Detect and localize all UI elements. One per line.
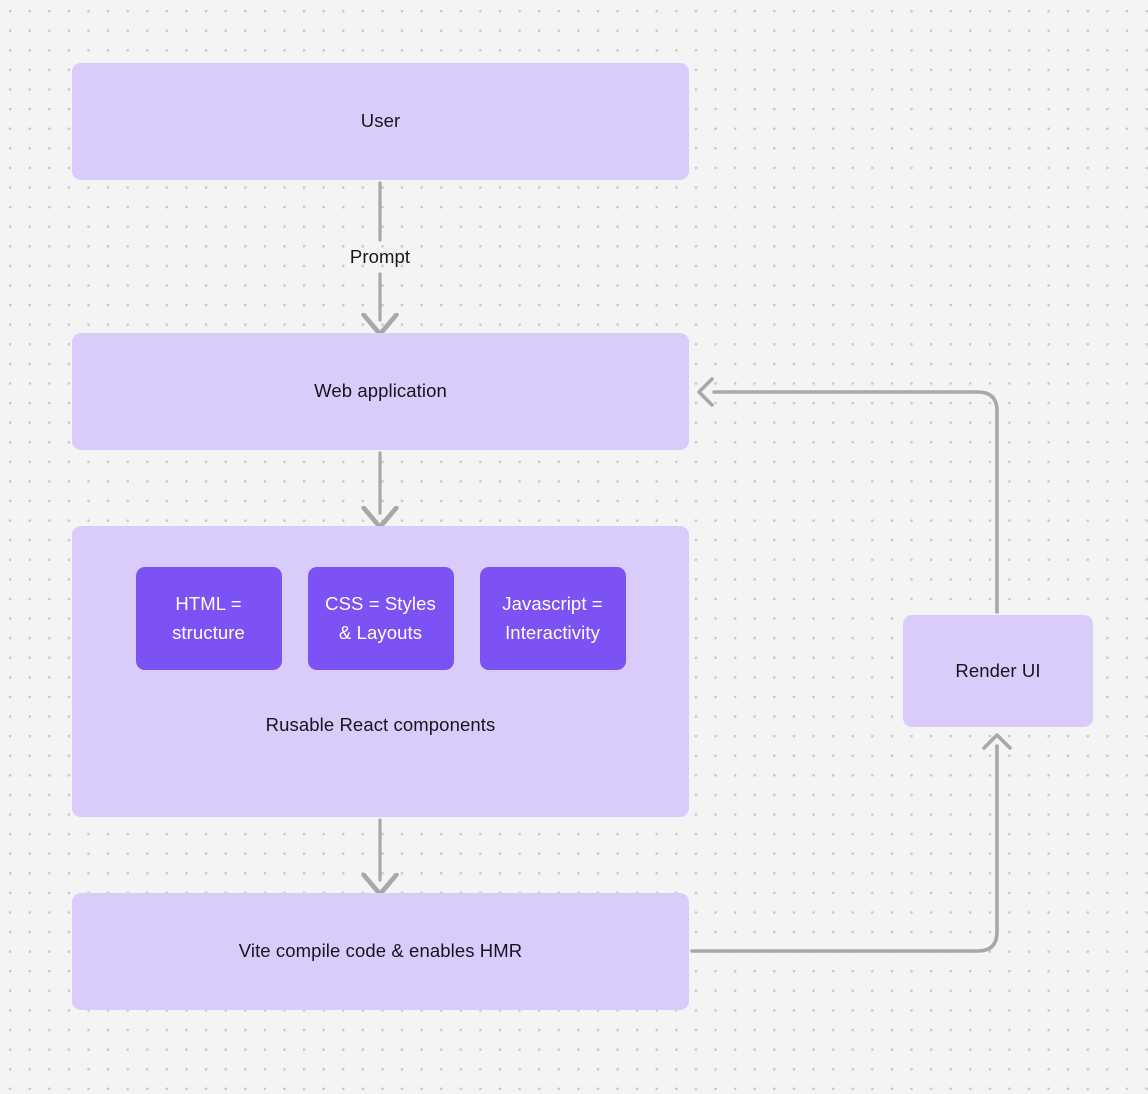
chip-javascript[interactable]: Javascript = Interactivity [479, 567, 626, 670]
chip-css-label: CSS = Styles & Layouts [325, 592, 436, 643]
node-vite-label: Vite compile code & enables HMR [238, 940, 523, 962]
edge-vite-to-render [690, 733, 1012, 953]
node-react-components[interactable]: HTML = structure CSS = Styles & Layouts … [72, 526, 689, 817]
react-components-content: HTML = structure CSS = Styles & Layouts … [72, 526, 689, 817]
edge-render-to-webapp [697, 377, 999, 614]
node-web-application-label: Web application [314, 380, 447, 402]
node-render-ui-label: Render UI [955, 659, 1041, 681]
chip-html[interactable]: HTML = structure [135, 567, 282, 670]
chip-javascript-label: Javascript = Interactivity [502, 592, 603, 643]
node-vite[interactable]: Vite compile code & enables HMR [72, 893, 689, 1010]
node-user[interactable]: User [72, 63, 689, 180]
chip-html-label: HTML = structure [172, 592, 245, 643]
technology-chip-row: HTML = structure CSS = Styles & Layouts … [135, 567, 626, 670]
node-render-ui[interactable]: Render UI [903, 615, 1093, 727]
node-web-application[interactable]: Web application [72, 333, 689, 450]
chip-css[interactable]: CSS = Styles & Layouts [307, 567, 454, 670]
react-components-caption: Rusable React components [265, 714, 496, 735]
edge-label-prompt: Prompt [349, 246, 411, 267]
node-user-label: User [360, 110, 401, 132]
